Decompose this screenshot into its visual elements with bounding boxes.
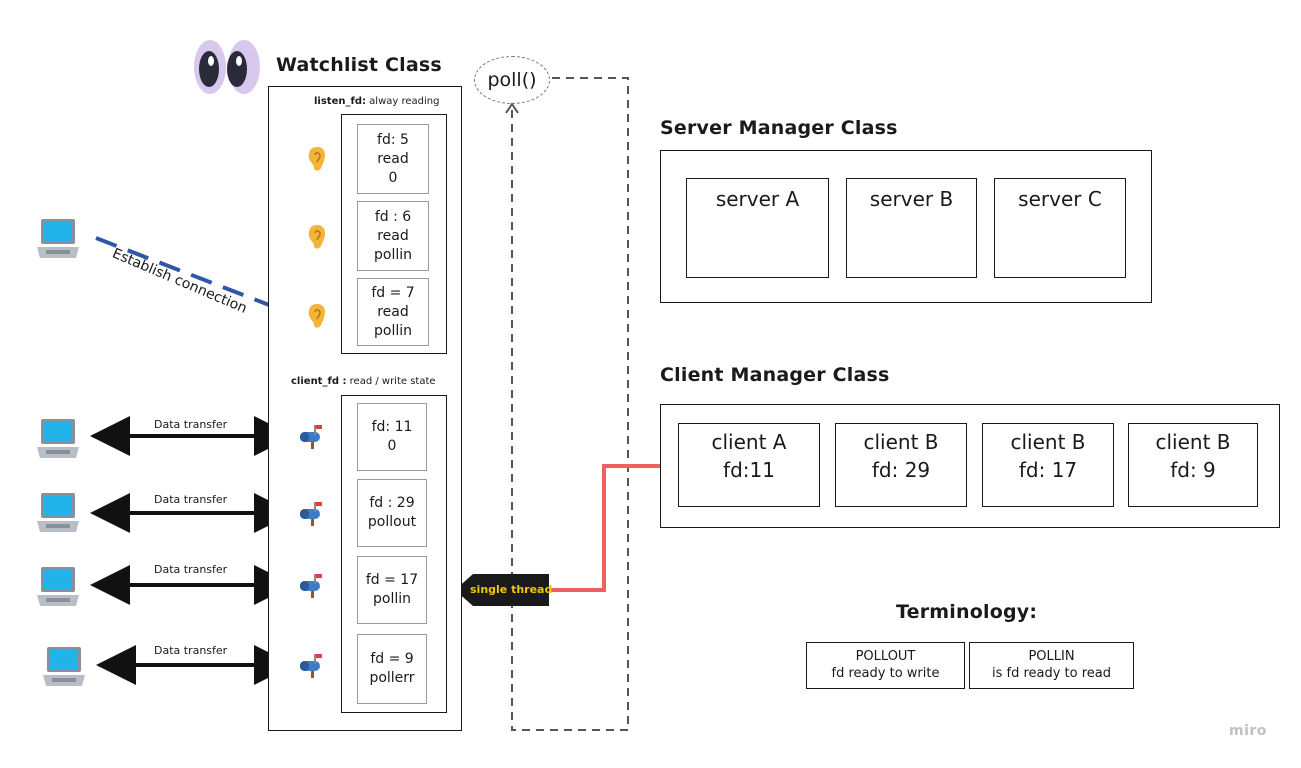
server-box: server C <box>994 178 1126 278</box>
client-box: client A fd:11 <box>678 423 820 507</box>
fd-number: fd : 29 <box>369 495 415 511</box>
term-name: POLLOUT <box>855 649 916 664</box>
listen-fd-label: listen_fd: alway reading <box>314 96 439 107</box>
data-transfer-label: Data transfer <box>154 493 228 506</box>
fd-number: fd: 11 <box>371 419 413 435</box>
listen-fd-item: fd: 5 read 0 <box>357 124 429 194</box>
terminology-title: Terminology: <box>896 601 1038 623</box>
fd-events: pollerr <box>369 670 415 686</box>
ear-icon <box>307 146 327 176</box>
client-fd-label-rest: read / write state <box>346 376 436 387</box>
client-fd: fd: 29 <box>871 458 931 482</box>
single-thread-label: single thread <box>470 583 553 596</box>
poll-label: poll() <box>487 69 537 91</box>
laptop-icon <box>42 644 86 692</box>
listen-fd-label-rest: alway reading <box>366 96 440 107</box>
client-fd: fd: 17 <box>1018 458 1078 482</box>
data-transfer-label: Data transfer <box>154 563 228 576</box>
ear-icon <box>307 303 327 333</box>
fd-events: pollin <box>374 322 412 339</box>
poll-loop-arrowhead <box>505 102 519 114</box>
fd-number: fd: 5 <box>377 131 409 148</box>
client-fd-item: fd = 17 pollin <box>357 556 427 624</box>
watchlist-title: Watchlist Class <box>276 54 442 76</box>
data-transfer-arrows <box>90 416 294 685</box>
client-fd-label-bold: client_fd : <box>291 376 347 387</box>
single-thread-tag <box>455 574 549 606</box>
client-box: client B fd: 17 <box>982 423 1114 507</box>
client-fd-item: fd: 11 0 <box>357 403 427 471</box>
listen-fd-item: fd = 7 read pollin <box>357 278 429 346</box>
listen-fd-item: fd : 6 read pollin <box>357 201 429 271</box>
fd-events: pollout <box>367 514 417 530</box>
mailbox-icon <box>298 424 324 454</box>
laptop-icon <box>36 490 80 538</box>
client-fd-item: fd : 29 pollout <box>357 479 427 547</box>
poll-node: poll() <box>474 56 550 104</box>
fd-number: fd = 17 <box>365 572 419 588</box>
server-box: server A <box>686 178 829 278</box>
client-manager-container <box>660 404 1280 528</box>
fd-mode: read <box>377 227 409 244</box>
client-name: client B <box>863 430 939 454</box>
fd-mode: read <box>377 150 409 167</box>
fd-events: 0 <box>388 169 398 186</box>
data-transfer-label: Data transfer <box>154 644 228 657</box>
server-box: server B <box>846 178 977 278</box>
fd-mode: read <box>377 303 409 320</box>
client-manager-link <box>548 464 660 592</box>
laptop-icon <box>36 216 80 264</box>
server-manager-title: Server Manager Class <box>660 117 898 139</box>
term-desc: is fd ready to read <box>991 666 1112 681</box>
mailbox-icon <box>298 653 324 683</box>
fd-number: fd = 9 <box>370 651 414 667</box>
client-box: client B fd: 9 <box>1128 423 1258 507</box>
terminology-item: POLLIN is fd ready to read <box>969 642 1134 689</box>
fd-events: pollin <box>373 591 411 607</box>
term-name: POLLIN <box>1028 649 1075 664</box>
fd-number: fd : 6 <box>374 208 412 225</box>
client-name: client B <box>1010 430 1086 454</box>
eyes-icon <box>192 38 264 96</box>
client-fd-label: client_fd : read / write state <box>291 376 436 387</box>
client-manager-title: Client Manager Class <box>660 364 890 386</box>
fd-events: 0 <box>387 438 397 454</box>
client-name: client B <box>1155 430 1231 454</box>
client-fd: fd:11 <box>723 458 775 482</box>
client-fd-item: fd = 9 pollerr <box>357 634 427 704</box>
fd-events: pollin <box>374 246 412 263</box>
mailbox-icon <box>298 573 324 603</box>
fd-number: fd = 7 <box>371 284 415 301</box>
client-box: client B fd: 29 <box>835 423 967 507</box>
term-desc: fd ready to write <box>831 666 940 681</box>
listen-fd-label-bold: listen_fd: <box>314 96 366 107</box>
client-fd: fd: 9 <box>1170 458 1216 482</box>
mailbox-icon <box>298 501 324 531</box>
laptop-icon <box>36 416 80 464</box>
laptop-icon <box>36 564 80 612</box>
client-name: client A <box>711 430 787 454</box>
miro-watermark: miro <box>1229 723 1267 739</box>
poll-loop <box>511 77 629 731</box>
terminology-item: POLLOUT fd ready to write <box>806 642 965 689</box>
ear-icon <box>307 224 327 254</box>
data-transfer-label: Data transfer <box>154 418 228 431</box>
